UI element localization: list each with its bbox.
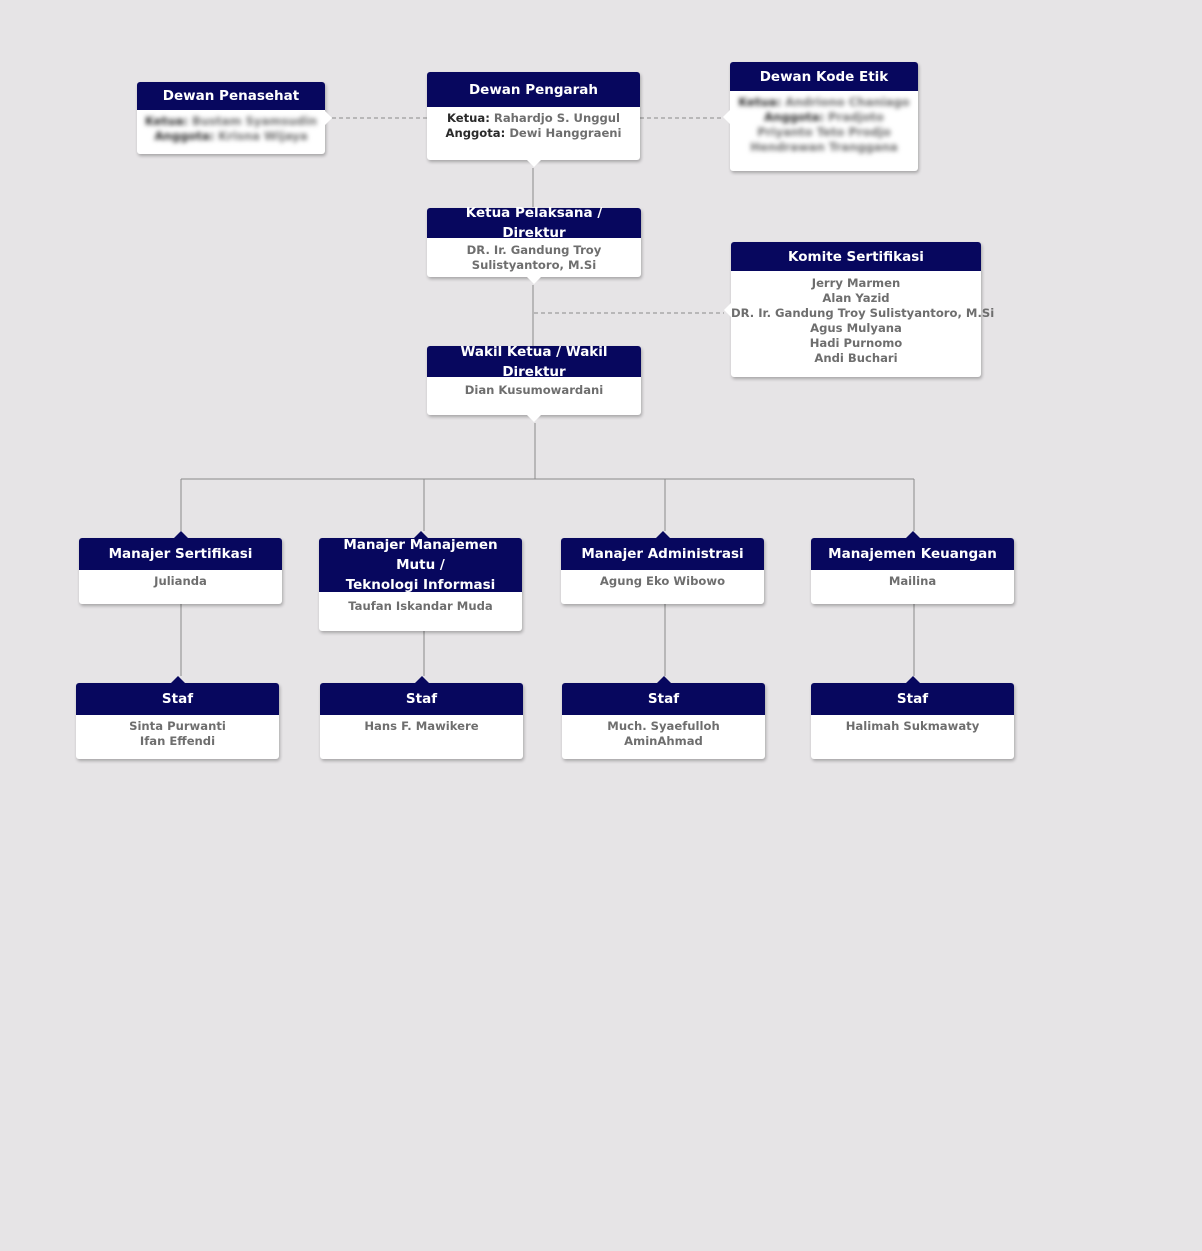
komite-sertifikasi-box: Komite Sertifikasi Jerry Marmen Alan Yaz… bbox=[724, 242, 995, 377]
staf-administrasi-box: Staf Much. Syaefulloh AminAhmad bbox=[562, 676, 765, 759]
dewan-kode-etik-title: Dewan Kode Etik bbox=[730, 62, 918, 91]
manajer-mutu-title: Manajer Manajemen Mutu / Teknologi Infor… bbox=[319, 531, 522, 593]
dewan-pengarah-title: Dewan Pengarah bbox=[427, 72, 640, 107]
manajer-administrasi-box: Manajer Administrasi Agung Eko Wibowo bbox=[561, 531, 764, 604]
komite-sertifikasi-members: Jerry Marmen Alan Yazid DR. Ir. Gandung … bbox=[731, 271, 995, 366]
list-item: Alan Yazid bbox=[822, 291, 890, 305]
list-item: Agus Mulyana bbox=[810, 321, 902, 335]
list-item: Andi Buchari bbox=[814, 351, 898, 365]
manajer-administrasi-title: Manajer Administrasi bbox=[561, 531, 764, 570]
dewan-pengarah-box: Dewan Pengarah Ketua: Rahardjo S. Unggul… bbox=[427, 72, 640, 167]
staf-administrasi-names: Much. Syaefulloh AminAhmad bbox=[607, 719, 720, 748]
manajemen-keuangan-name: Mailina bbox=[888, 574, 937, 588]
wakil-ketua-name: Dian Kusumowardani bbox=[464, 383, 604, 397]
staf-administrasi-title: Staf bbox=[562, 676, 765, 715]
wakil-ketua-box: Wakil Ketua / Wakil Direktur Dian Kusumo… bbox=[427, 344, 641, 422]
list-item: Hadi Purnomo bbox=[809, 336, 903, 350]
manajemen-keuangan-box: Manajemen Keuangan Mailina bbox=[811, 531, 1014, 604]
komite-sertifikasi-title: Komite Sertifikasi bbox=[731, 242, 981, 271]
ketua-pelaksana-title: Ketua Pelaksana / Direktur bbox=[427, 205, 641, 241]
dewan-kode-etik-box: Dewan Kode Etik Ketua: Andriono Chaniago… bbox=[723, 62, 918, 171]
dewan-pengarah-members: Ketua: Rahardjo S. Unggul Anggota: Dewi … bbox=[445, 111, 622, 140]
staf-mutu-names: Hans F. Mawikere bbox=[364, 719, 479, 733]
list-item: DR. Ir. Gandung Troy Sulistyantoro, M.Si bbox=[731, 306, 995, 320]
manajer-sertifikasi-title: Manajer Sertifikasi bbox=[79, 531, 282, 570]
manajer-administrasi-name: Agung Eko Wibowo bbox=[599, 574, 726, 588]
staf-keuangan-names: Halimah Sukmawaty bbox=[845, 719, 980, 733]
dewan-kode-etik-members: Ketua: Andriono Chaniago Anggota: Pradjo… bbox=[738, 95, 910, 154]
staf-sertifikasi-box: Staf Sinta Purwanti Ifan Effendi bbox=[76, 676, 279, 759]
staf-keuangan-box: Staf Halimah Sukmawaty bbox=[811, 676, 1014, 759]
manajer-mutu-name: Taufan Iskandar Muda bbox=[348, 599, 493, 613]
dewan-penasehat-members: Ketua: Bustam Syamsudin Anggota: Krisna … bbox=[145, 114, 317, 143]
staf-sertifikasi-title: Staf bbox=[76, 676, 279, 715]
ketua-pelaksana-box: Ketua Pelaksana / Direktur DR. Ir. Gandu… bbox=[427, 205, 641, 284]
staf-sertifikasi-names: Sinta Purwanti Ifan Effendi bbox=[129, 719, 226, 748]
staf-mutu-box: Staf Hans F. Mawikere bbox=[320, 676, 523, 759]
wakil-ketua-title: Wakil Ketua / Wakil Direktur bbox=[427, 344, 641, 380]
list-item: Jerry Marmen bbox=[811, 276, 901, 290]
manajer-sertifikasi-name: Julianda bbox=[154, 574, 207, 588]
dewan-penasehat-title: Dewan Penasehat bbox=[137, 82, 325, 110]
manajemen-keuangan-title: Manajemen Keuangan bbox=[811, 531, 1014, 570]
staf-mutu-title: Staf bbox=[320, 676, 523, 715]
ketua-pelaksana-name: DR. Ir. Gandung Troy Sulistyantoro, M.Si bbox=[466, 243, 602, 272]
manajer-sertifikasi-box: Manajer Sertifikasi Julianda bbox=[79, 531, 282, 604]
staf-keuangan-title: Staf bbox=[811, 676, 1014, 715]
manajer-mutu-box: Manajer Manajemen Mutu / Teknologi Infor… bbox=[319, 531, 522, 631]
dewan-penasehat-box: Dewan Penasehat Ketua: Bustam Syamsudin … bbox=[137, 82, 332, 154]
